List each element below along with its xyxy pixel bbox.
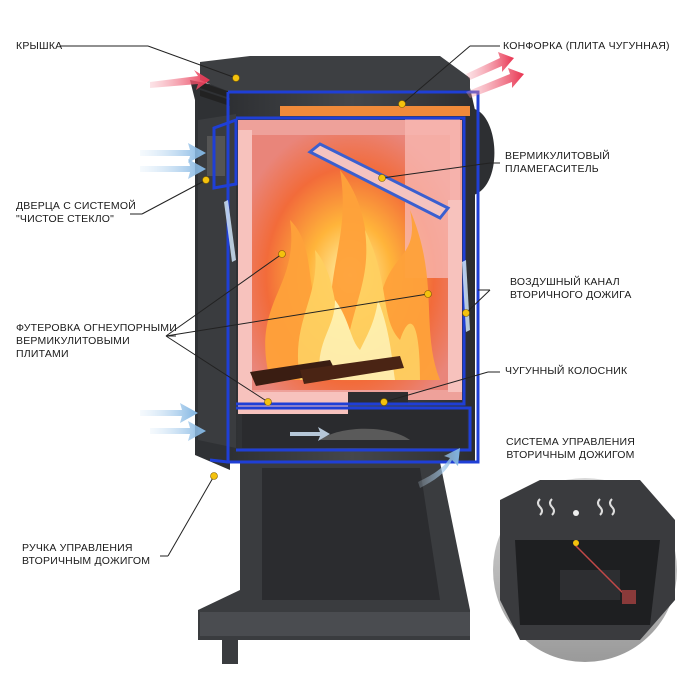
label-grate: ЧУГУННЫЙ КОЛОСНИК xyxy=(505,365,628,377)
stove-lid xyxy=(200,56,470,92)
stand-inner xyxy=(262,468,440,600)
label-door: ДВЕРЦА С СИСТЕМОЙ "ЧИСТОЕ СТЕКЛО" xyxy=(16,200,136,225)
hot-air-arrows xyxy=(150,52,524,98)
callout-markers xyxy=(202,74,470,480)
ash-pile xyxy=(320,428,410,440)
logs xyxy=(250,356,404,386)
label-hob: КОНФОРКА (ПЛИТА ЧУГУННАЯ) xyxy=(503,40,670,52)
label-air-channel: ВОЗДУШНЫЙ КАНАЛ ВТОРИЧНОГО ДОЖИГА xyxy=(510,276,632,301)
stand-shelf xyxy=(200,612,470,636)
label-lining: ФУТЕРОВКА ОГНЕУПОРНЫМИ ВЕРМИКУЛИТОВЫМИ П… xyxy=(16,322,177,360)
leader-lines xyxy=(60,45,500,557)
cast-iron-hob xyxy=(280,106,470,116)
lid-ribs xyxy=(200,82,230,106)
cast-iron-grate xyxy=(348,392,408,404)
label-control-system: СИСТЕМА УПРАВЛЕНИЯ ВТОРИЧНЫМ ДОЖИГОМ xyxy=(506,436,636,461)
vermiculite-baffle xyxy=(307,142,451,220)
side-lining-left xyxy=(238,130,252,392)
control-system-inset xyxy=(493,478,677,662)
cold-air-arrows xyxy=(140,143,460,488)
flue-collar xyxy=(470,108,495,196)
label-control-handle: РУЧКА УПРАВЛЕНИЯ ВТОРИЧНЫМ ДОЖИГОМ xyxy=(22,542,151,567)
label-baffle: ВЕРМИКУЛИТОВЫЙ ПЛАМЕГАСИТЕЛЬ xyxy=(505,150,610,175)
side-lining-right xyxy=(448,200,462,392)
ash-pan xyxy=(242,408,467,448)
door-handle xyxy=(207,136,225,176)
label-lid: КРЫШКА xyxy=(16,40,63,52)
